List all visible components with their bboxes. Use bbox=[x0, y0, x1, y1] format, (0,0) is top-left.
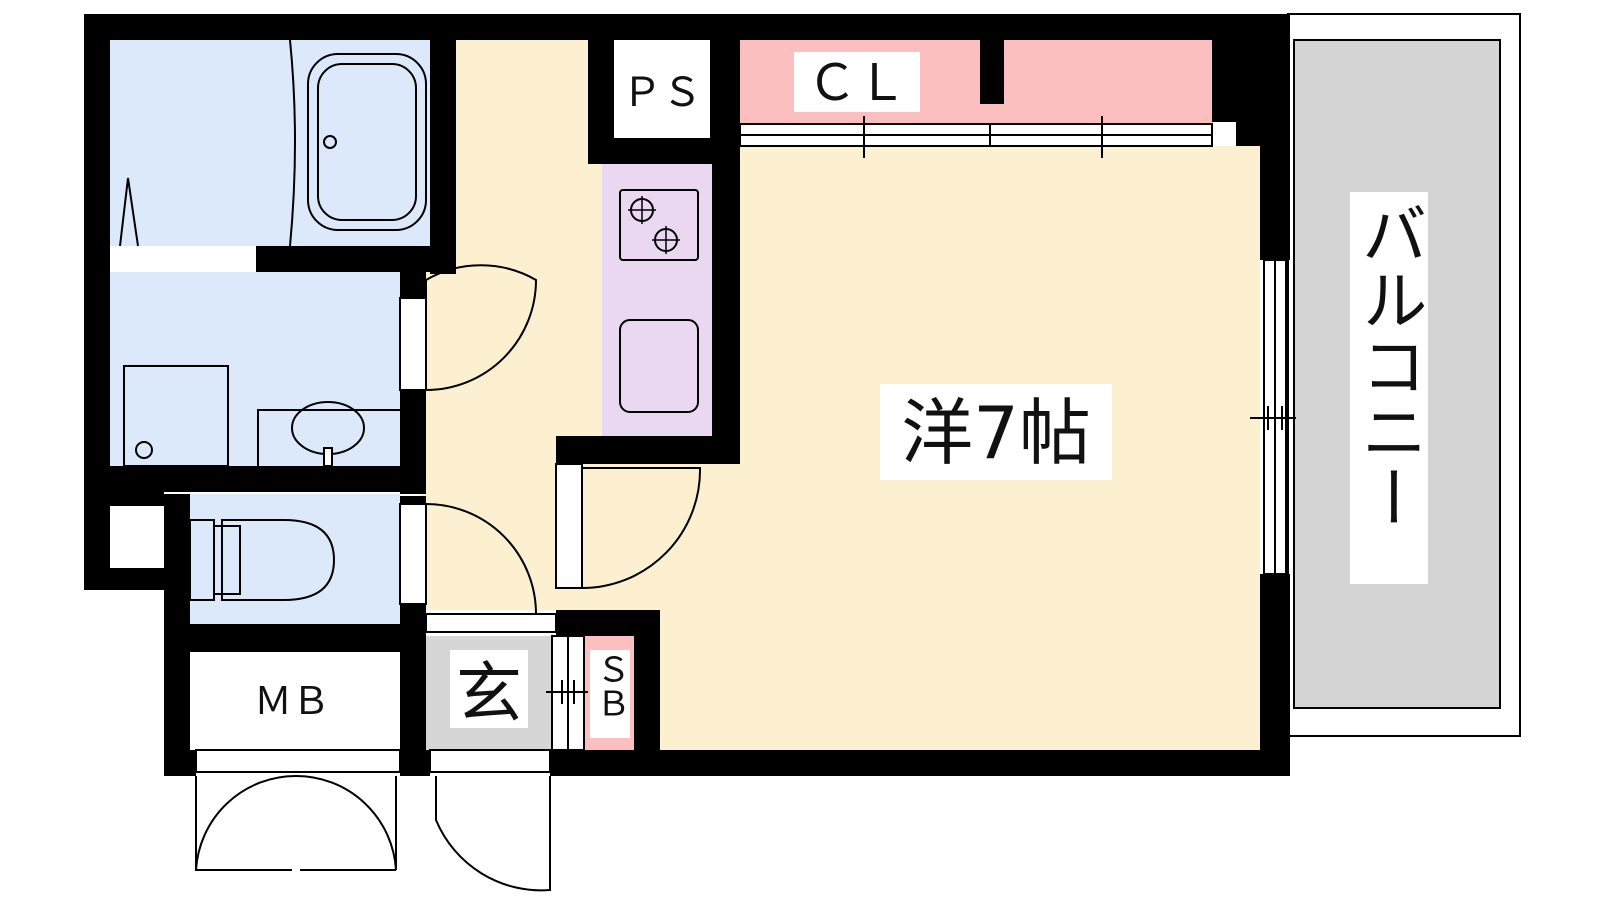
closet-sliding-doors bbox=[739, 116, 1213, 158]
bathroom-floor bbox=[110, 40, 432, 246]
washroom-door bbox=[425, 264, 538, 391]
balcony: バルコニー bbox=[1287, 13, 1521, 737]
doors bbox=[195, 264, 702, 892]
stove bbox=[619, 189, 699, 261]
pipe-space-label: ＰＳ bbox=[622, 70, 702, 116]
meter-box-label: ＭＢ bbox=[254, 679, 330, 723]
fixtures bbox=[110, 39, 699, 601]
balcony-window bbox=[1250, 259, 1296, 575]
meter-box-doors bbox=[195, 774, 397, 871]
front-door bbox=[435, 776, 551, 892]
labels: 洋7帖 ＣＬ ＰＳ ＭＢ 玄 ＳＢ bbox=[254, 52, 1112, 738]
toilet-tank bbox=[189, 519, 215, 601]
walls bbox=[84, 14, 1290, 776]
entrance-label: 玄 bbox=[456, 655, 522, 732]
shoe-box-label: ＳＢ bbox=[590, 652, 630, 720]
room-door bbox=[581, 467, 702, 589]
toilet-floor bbox=[190, 494, 400, 624]
bathtub bbox=[307, 53, 427, 231]
closet-label: ＣＬ bbox=[807, 54, 907, 112]
toilet-door bbox=[425, 503, 537, 615]
washing-machine-space bbox=[123, 365, 229, 467]
kitchen-counter bbox=[602, 164, 712, 436]
toilet-bowl bbox=[221, 519, 336, 601]
washroom-floor bbox=[110, 272, 400, 466]
main-room-label: 洋7帖 bbox=[901, 391, 1091, 475]
balcony-label: バルコニー bbox=[1351, 200, 1428, 530]
kitchen-sink bbox=[619, 319, 699, 413]
